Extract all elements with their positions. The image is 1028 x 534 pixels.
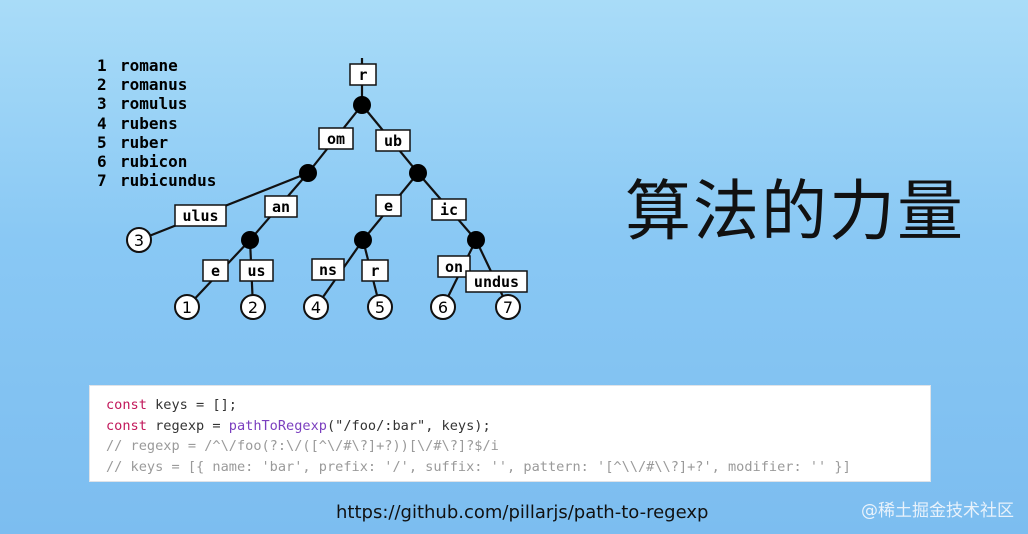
edge-label-e: e (375, 194, 402, 217)
edge-label-text: ic (440, 201, 458, 219)
leaf-marker: 2 (240, 294, 266, 320)
word-text: rubicon (120, 151, 188, 171)
leaf-number: 5 (375, 298, 385, 317)
edge-label-r: r (349, 63, 377, 86)
github-link[interactable]: https://github.com/pillarjs/path-to-rege… (336, 502, 709, 523)
edge-label-text: e (211, 262, 220, 280)
leaf-marker: 5 (367, 294, 393, 320)
word-number: 4 (97, 113, 107, 133)
tree-node (409, 164, 427, 182)
edge-label-text: on (445, 258, 463, 276)
word-number: 5 (97, 132, 107, 152)
edge-label-on: on (437, 255, 471, 278)
word-number: 2 (97, 75, 107, 95)
edge-label-text: ub (384, 132, 402, 150)
code-function: pathToRegexp (228, 417, 327, 434)
slide-title: 算法的力量 (625, 173, 965, 250)
word-number: 6 (97, 151, 107, 171)
leaf-number: 7 (503, 298, 513, 317)
edge-label-text: an (272, 198, 290, 216)
code-text: keys = []; (146, 397, 237, 413)
word-item: 5 ruber (97, 133, 216, 152)
code-keyword: const (106, 397, 147, 413)
tree-node (299, 164, 317, 182)
word-number: 7 (97, 171, 107, 191)
edge-label-ub: ub (375, 129, 411, 152)
word-text: romanus (120, 75, 188, 95)
code-comment: // keys = [{ name: 'bar', prefix: '/', s… (106, 458, 851, 475)
leaf-marker: 3 (126, 227, 152, 253)
edge-label-text: om (327, 130, 345, 148)
edge-label-an: an (264, 195, 298, 218)
word-text: ruber (120, 132, 169, 152)
word-list: 1 romane 2 romanus 3 romulus 4 rubens 5 ruber… (97, 56, 216, 190)
edge-label-text: us (247, 262, 265, 280)
code-text: regexp = (146, 417, 229, 434)
code-keyword: const (106, 417, 147, 434)
edge-label-text: ulus (182, 207, 218, 225)
code-line: const keys = []; (106, 395, 930, 416)
code-line: const regexp = pathToRegexp("/foo/:bar",… (106, 416, 930, 437)
edge-label-text: undus (474, 273, 519, 291)
leaf-number: 3 (134, 231, 144, 250)
word-text: romulus (120, 94, 188, 114)
leaf-marker: 7 (495, 294, 521, 320)
word-item: 3 romulus (97, 94, 216, 113)
leaf-number: 2 (248, 298, 258, 317)
edge-label-ulus: ulus (174, 204, 227, 227)
word-item: 6 rubicon (97, 152, 216, 171)
leaf-marker: 4 (303, 294, 329, 320)
edge-label-text: r (358, 66, 367, 84)
edge-label-text: r (370, 262, 379, 280)
tree-node (353, 96, 371, 114)
code-block: const keys = []; const regexp = pathToRe… (89, 385, 931, 482)
edge-label-r: r (361, 259, 389, 282)
edge-label-e: e (202, 259, 229, 282)
tree-node (241, 231, 259, 249)
tree-nodes (241, 96, 485, 249)
leaf-marker: 6 (430, 294, 456, 320)
word-text: romane (120, 56, 178, 75)
word-item: 4 rubens (97, 114, 216, 133)
code-comment: // regexp = /^\/foo(?:\/([^\/#\?]+?))[\/… (106, 438, 499, 454)
edge-labels: r om ub ulus an e ic e (174, 63, 528, 293)
leaf-number: 1 (182, 298, 192, 317)
code-text: ("/foo/:bar", keys); (326, 417, 491, 434)
edge-label-ic: ic (431, 198, 467, 221)
edge-label-us: us (239, 259, 274, 282)
word-item: 1 romane (97, 56, 216, 75)
edge-label-undus: undus (465, 270, 528, 293)
word-text: rubicundus (120, 171, 217, 191)
leaf-number: 4 (311, 298, 321, 317)
leaf-marker: 1 (174, 294, 200, 320)
leaf-markers: 3 1 2 4 5 6 7 (126, 227, 521, 320)
tree-node (467, 231, 485, 249)
word-text: rubens (120, 113, 178, 133)
edge-label-om: om (318, 127, 354, 150)
edge-label-text: e (384, 197, 393, 215)
edge-label-ns: ns (311, 258, 345, 281)
word-item: 2 romanus (97, 75, 216, 94)
tree-node (354, 231, 372, 249)
word-item: 7 rubicundus (97, 171, 216, 190)
word-number: 1 (97, 56, 107, 75)
watermark: @稀土掘金技术社区 (861, 501, 1014, 521)
edge-label-text: ns (319, 261, 337, 279)
word-number: 3 (97, 94, 107, 114)
leaf-number: 6 (438, 298, 448, 317)
